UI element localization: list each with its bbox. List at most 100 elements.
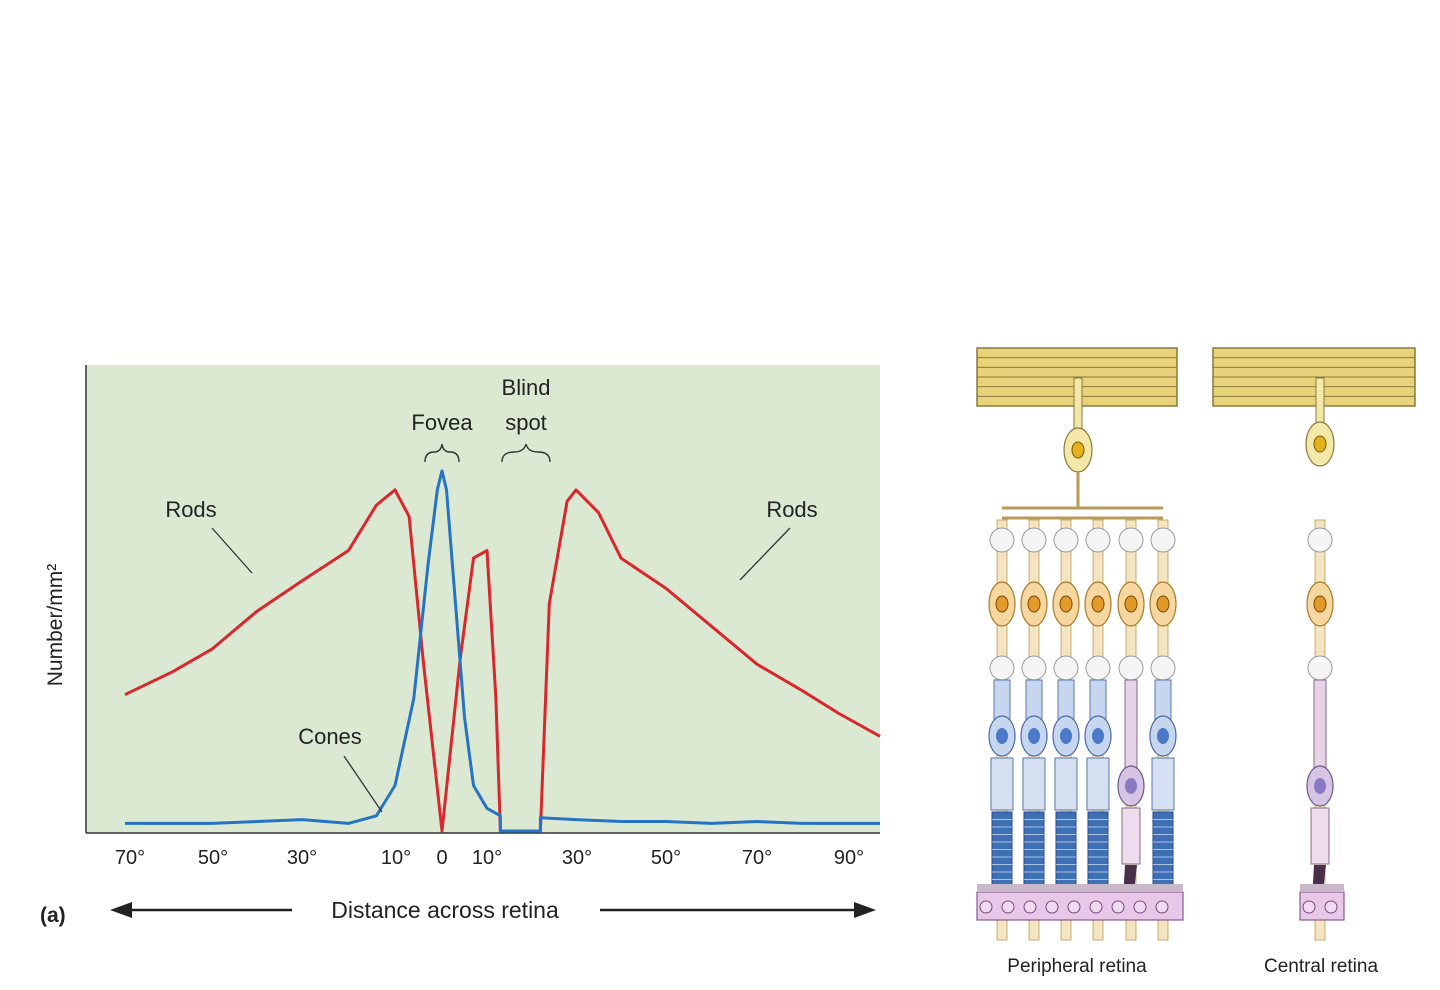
rods-label-left: Rods: [165, 497, 216, 522]
synapse-node: [1150, 655, 1176, 681]
pigment-cell: [1089, 900, 1103, 914]
axon: [1315, 377, 1325, 425]
axon: [1073, 377, 1083, 431]
x-tick-label: 10°: [381, 847, 411, 869]
rod-nucleus: [1125, 778, 1137, 794]
pigment-cell: [1023, 900, 1037, 914]
optic-nerve-fibers-central: [1212, 347, 1416, 467]
cone-inner-segment: [1086, 757, 1110, 811]
ganglion-nucleus: [1313, 435, 1327, 453]
bipolar-nucleus: [1059, 595, 1073, 613]
peripheral-retina-label: Peripheral retina: [1007, 956, 1147, 977]
cone-axon: [993, 679, 1011, 721]
ganglion-nucleus: [1071, 441, 1085, 459]
synapse-node: [1053, 527, 1079, 553]
bipolar-nucleus: [1027, 595, 1041, 613]
fovea-brace: [424, 443, 460, 463]
distance-caption: Distance across retina: [331, 897, 559, 923]
rods-leader-left: [211, 527, 253, 574]
x-tick-label: 30°: [562, 847, 592, 869]
peripheral-retina-diagram: Peripheral retina: [976, 347, 1184, 977]
x-tick-label: 0: [436, 847, 447, 869]
synapse-node: [989, 655, 1015, 681]
rods-density-line: [124, 488, 881, 833]
blind-spot-brace: [501, 443, 551, 463]
cone-outer-segment: [1055, 811, 1077, 895]
rod-segment: [1121, 807, 1141, 865]
bipolar-nucleus: [1313, 595, 1327, 613]
panel-a-label: (a): [40, 904, 66, 927]
right-arrow-head: [854, 902, 876, 918]
rod-inner-segment: [1313, 679, 1327, 771]
rods-label-right: Rods: [766, 497, 817, 522]
cones-density-line: [125, 469, 880, 833]
optic-nerve-fibers-peripheral: [976, 347, 1178, 473]
pigment-cell: [1045, 900, 1059, 914]
pigment-cell: [1111, 900, 1125, 914]
x-tick-label: 10°: [472, 847, 502, 869]
cone-nucleus: [1060, 728, 1072, 744]
blind-spot-label-line2: spot: [505, 410, 547, 435]
pigment-cell: [1302, 900, 1316, 914]
synapse-node: [1085, 655, 1111, 681]
bipolar-nucleus: [1156, 595, 1170, 613]
synapse-node: [1021, 655, 1047, 681]
synapse-node: [1150, 527, 1176, 553]
convergence-tree: [1002, 472, 1163, 520]
cone-nucleus: [1028, 728, 1040, 744]
cone-outer-segment: [991, 811, 1013, 895]
density-curves: [124, 469, 881, 833]
rod-segment: [1310, 807, 1330, 865]
cones-leader: [343, 755, 383, 813]
cone-axon: [1057, 679, 1075, 721]
cones-label: Cones: [298, 724, 362, 749]
left-arrow-head: [110, 902, 132, 918]
synapse-node: [1307, 527, 1333, 553]
central-retina-diagram: Central retina: [1212, 347, 1416, 977]
pigment-cell: [1067, 900, 1081, 914]
cone-inner-segment: [990, 757, 1014, 811]
pigment-cell: [1001, 900, 1015, 914]
x-tick-label: 90°: [834, 847, 864, 869]
synapse-node: [1053, 655, 1079, 681]
cone-axon: [1154, 679, 1172, 721]
synapse-node: [1307, 655, 1333, 681]
cone-inner-segment: [1022, 757, 1046, 811]
cone-outer-segment: [1152, 811, 1174, 895]
pigment-cell: [979, 900, 993, 914]
cone-axon: [1025, 679, 1043, 721]
pigment-cell: [1155, 900, 1169, 914]
cone-nucleus: [1157, 728, 1169, 744]
synapse-node: [1021, 527, 1047, 553]
cone-axon: [1089, 679, 1107, 721]
x-tick-label: 50°: [198, 847, 228, 869]
rod-inner-segment: [1124, 679, 1138, 771]
bipolar-nucleus: [995, 595, 1009, 613]
synapse-node: [1085, 527, 1111, 553]
synapse-node: [989, 527, 1015, 553]
bipolar-nucleus: [1124, 595, 1138, 613]
x-tick-label: 50°: [651, 847, 681, 869]
fovea-label: Fovea: [411, 410, 473, 435]
pigment-cell: [1133, 900, 1147, 914]
cone-inner-segment: [1054, 757, 1078, 811]
rod-nucleus: [1314, 778, 1326, 794]
pigment-band: [977, 884, 1183, 892]
pigment-cell: [1324, 900, 1338, 914]
cone-nucleus: [996, 728, 1008, 744]
pigment-band: [1300, 884, 1344, 892]
plot-background: [86, 365, 880, 833]
bipolar-nucleus: [1091, 595, 1105, 613]
x-tick-label: 70°: [742, 847, 772, 869]
blind-spot-label-line1: Blind: [502, 375, 551, 400]
peripheral-photoreceptor-columns: [976, 472, 1184, 941]
synapse-node: [1118, 527, 1144, 553]
synapse-node: [1118, 655, 1144, 681]
x-tick-label: 30°: [287, 847, 317, 869]
cone-inner-segment: [1151, 757, 1175, 811]
rods-leader-right: [739, 527, 791, 581]
cone-outer-segment: [1087, 811, 1109, 895]
